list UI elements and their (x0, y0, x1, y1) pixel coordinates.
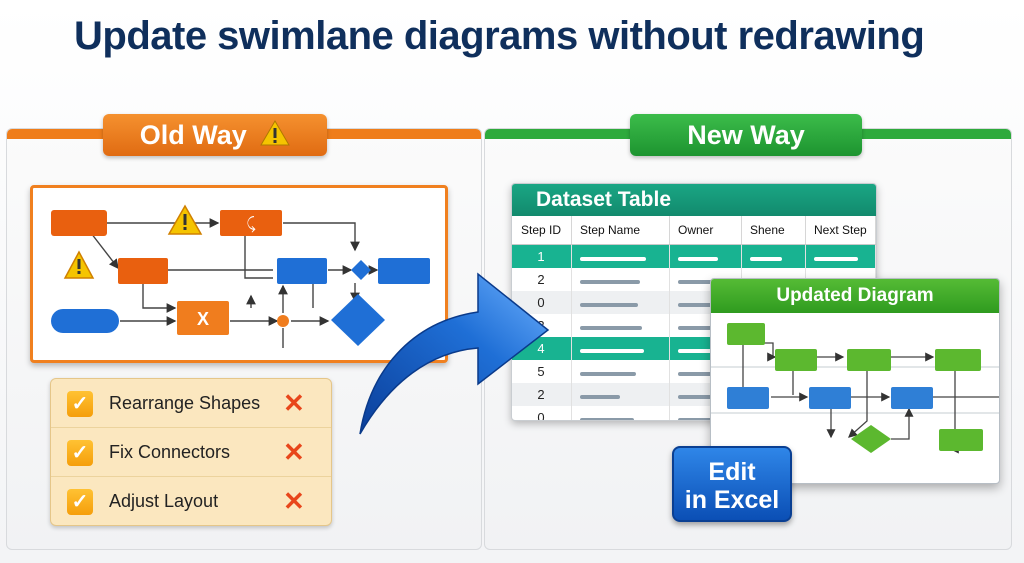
old-process-box-blue (277, 258, 327, 284)
old-process-box (118, 258, 168, 284)
x-icon: ✕ (283, 437, 305, 467)
checklist-item: ✓ Rearrange Shapes ✕ (51, 379, 331, 428)
x-icon: ✕ (283, 486, 305, 516)
old-way-label: Old Way (139, 120, 247, 150)
updated-step-box-blue (891, 387, 933, 409)
updated-diagram-card: Updated Diagram (710, 278, 1000, 484)
updated-diagram-canvas (711, 323, 999, 454)
checklist-item: ✓ Fix Connectors ✕ (51, 428, 331, 477)
manual-steps-checklist: ✓ Rearrange Shapes ✕ ✓ Fix Connectors ✕ … (50, 378, 332, 526)
column-header: Next Step (805, 216, 876, 245)
old-squiggle-glyph: ⤹ (246, 216, 256, 233)
updated-step-box (939, 429, 983, 451)
column-header: Owner (669, 216, 742, 245)
old-terminator (51, 309, 119, 333)
edit-in-excel-button[interactable]: Edit in Excel (672, 446, 792, 522)
warning-icon (260, 116, 291, 158)
old-task-x-label: X (197, 309, 209, 329)
old-task-with-x (177, 301, 229, 335)
new-way-tab: New Way (630, 114, 862, 156)
old-process-box-blue (378, 258, 430, 284)
old-decision-small (351, 260, 371, 280)
updated-step-box (775, 349, 817, 371)
checklist-item-label: Adjust Layout (109, 491, 219, 511)
step-id-cell: 0 (512, 291, 572, 314)
old-messy-diagram: ⤹ X (30, 185, 448, 363)
step-id-cell: 1 (512, 244, 572, 268)
old-decision (331, 294, 385, 346)
step-id-cell: 0 (512, 406, 572, 420)
column-header: Shene (741, 216, 806, 245)
old-diagram-canvas: ⤹ X (51, 204, 430, 348)
check-icon: ✓ (67, 440, 93, 466)
old-junction (277, 315, 289, 327)
checklist-item-label: Rearrange Shapes (109, 393, 261, 413)
updated-step-box (935, 349, 981, 371)
step-id-cell: 5 (512, 360, 572, 383)
warning-icon (63, 250, 95, 279)
old-process-box (220, 210, 282, 236)
x-icon: ✕ (283, 388, 305, 418)
check-icon: ✓ (67, 391, 93, 417)
updated-step-box-blue (727, 387, 769, 409)
updated-diagram-title: Updated Diagram (711, 279, 999, 313)
checklist-item-label: Fix Connectors (109, 442, 231, 462)
table-row[interactable]: 1 (512, 244, 876, 268)
dataset-table-title: Dataset Table (512, 184, 876, 216)
updated-step-box (847, 349, 891, 371)
page-title: Update swimlane diagrams without redrawi… (74, 14, 925, 58)
new-way-label: New Way (687, 120, 805, 150)
edit-in-excel-line2: in Excel (684, 486, 780, 514)
step-id-cell: 2 (512, 268, 572, 291)
edit-in-excel-line1: Edit (708, 458, 756, 486)
old-way-tab: Old Way (103, 114, 327, 156)
check-icon: ✓ (67, 489, 93, 515)
step-id-cell: 2 (512, 383, 572, 406)
warning-icon (167, 204, 203, 235)
checklist-item: ✓ Adjust Layout ✕ (51, 477, 331, 525)
old-process-box (51, 210, 107, 236)
updated-step-box (727, 323, 765, 345)
column-header: Step Name (571, 216, 670, 245)
curved-arrow-icon (359, 272, 550, 435)
updated-step-box-blue (809, 387, 851, 409)
column-header: Step ID (512, 216, 572, 245)
updated-decision (851, 425, 891, 453)
